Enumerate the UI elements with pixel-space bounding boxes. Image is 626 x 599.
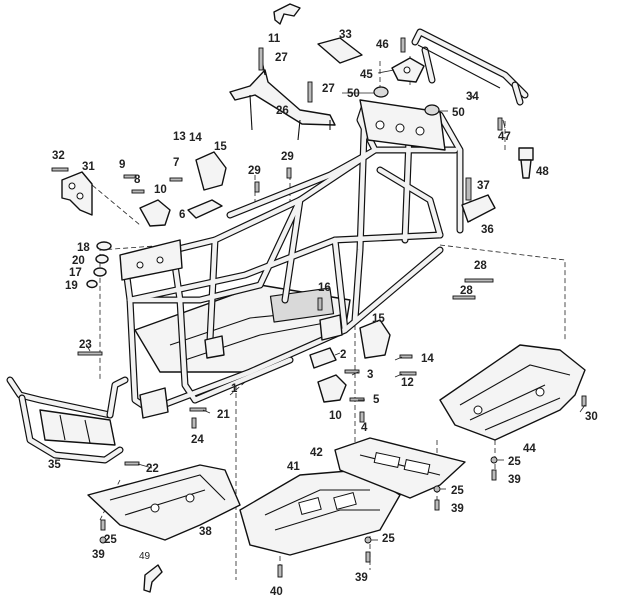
skid-plate-44	[439, 344, 586, 441]
strap-49	[143, 564, 163, 593]
callout-34: 34	[466, 91, 479, 103]
callout-31: 31	[82, 161, 95, 173]
callout-39-midright: 39	[451, 503, 464, 515]
callout-20: 20	[72, 255, 85, 267]
callout-49: 49	[139, 551, 151, 562]
callout-5: 5	[373, 394, 380, 406]
callout-19: 19	[65, 280, 78, 292]
callout-44: 44	[523, 443, 536, 455]
plate-33	[317, 37, 363, 64]
fasteners	[51, 37, 587, 578]
box-15-lower	[359, 319, 391, 359]
callout-39-left: 39	[92, 549, 105, 561]
bracket-2	[309, 347, 337, 369]
callout-36: 36	[481, 224, 494, 236]
callout-25-left: 25	[104, 534, 117, 546]
bushings-17-20	[86, 241, 112, 289]
callout-12: 12	[401, 377, 414, 389]
bracket-31	[61, 171, 93, 216]
skid-plate-38	[87, 464, 241, 541]
callout-7: 7	[173, 157, 179, 169]
skid-plate-41	[239, 469, 401, 556]
callout-14-lower: 14	[421, 353, 434, 365]
pin-48	[518, 147, 534, 179]
mount-10-upper	[139, 199, 171, 227]
callout-23: 23	[79, 339, 92, 351]
callout-29-right: 29	[281, 151, 294, 163]
strap-6	[187, 199, 223, 219]
rear-carrier-bar	[411, 28, 529, 106]
grommet-50-right	[424, 104, 440, 116]
callout-40: 40	[270, 586, 283, 598]
callout-25-midright: 25	[451, 485, 464, 497]
callout-37: 37	[477, 180, 490, 192]
callout-46: 46	[376, 39, 389, 51]
callout-28-upper: 28	[474, 260, 487, 272]
callout-13: 13	[173, 131, 186, 143]
callout-16: 16	[318, 282, 331, 294]
skid-plate-42	[334, 437, 466, 499]
box-15-upper	[195, 151, 227, 191]
callout-2: 2	[340, 349, 346, 361]
callout-48: 48	[536, 166, 549, 178]
callout-21: 21	[217, 409, 230, 421]
callout-25-center: 25	[382, 533, 395, 545]
callout-50-left: 50	[347, 88, 360, 100]
callout-26: 26	[276, 105, 289, 117]
callout-30: 30	[585, 411, 598, 423]
callout-8: 8	[134, 174, 141, 186]
callout-32: 32	[52, 150, 65, 162]
callout-1: 1	[231, 383, 238, 395]
callout-11: 11	[268, 33, 281, 45]
callout-15-top: 15	[214, 141, 227, 153]
callout-50-right: 50	[452, 107, 465, 119]
callout-47: 47	[498, 131, 511, 143]
callout-35: 35	[48, 459, 61, 471]
leader-lines	[85, 69, 586, 541]
callout-39-right: 39	[508, 474, 521, 486]
grommet-50-left	[373, 86, 389, 98]
bracket-36	[461, 194, 496, 223]
front-bumper-35	[6, 376, 129, 464]
callout-10-lower: 10	[329, 410, 342, 422]
callout-33: 33	[339, 29, 352, 41]
callout-labels: 11 27 33 46 27 50 45 34 50 26 13 14 15 4…	[48, 29, 598, 598]
callout-29-left: 29	[248, 165, 261, 177]
callout-39-center: 39	[355, 572, 368, 584]
callout-4: 4	[361, 422, 368, 434]
callout-3: 3	[367, 369, 373, 381]
callout-27-top: 27	[275, 52, 288, 64]
callout-15-lower: 15	[372, 313, 385, 325]
main-frame	[119, 99, 464, 419]
callout-41: 41	[287, 461, 300, 473]
clip-11	[273, 3, 301, 25]
callout-24: 24	[191, 434, 204, 446]
callout-10-top: 10	[154, 184, 167, 196]
callout-28-lower: 28	[460, 285, 473, 297]
callout-18: 18	[77, 242, 90, 254]
rack-bracket-26	[229, 59, 336, 141]
mount-10-lower	[317, 374, 347, 403]
callout-45: 45	[360, 69, 373, 81]
callout-14-top: 14	[189, 132, 202, 144]
callout-27-mid: 27	[322, 83, 335, 95]
callout-22: 22	[146, 463, 159, 475]
callout-25-right: 25	[508, 456, 521, 468]
callout-38: 38	[199, 526, 212, 538]
callout-9: 9	[119, 159, 125, 171]
callout-17: 17	[69, 267, 82, 279]
callout-42: 42	[310, 447, 323, 459]
callout-6: 6	[179, 209, 185, 221]
